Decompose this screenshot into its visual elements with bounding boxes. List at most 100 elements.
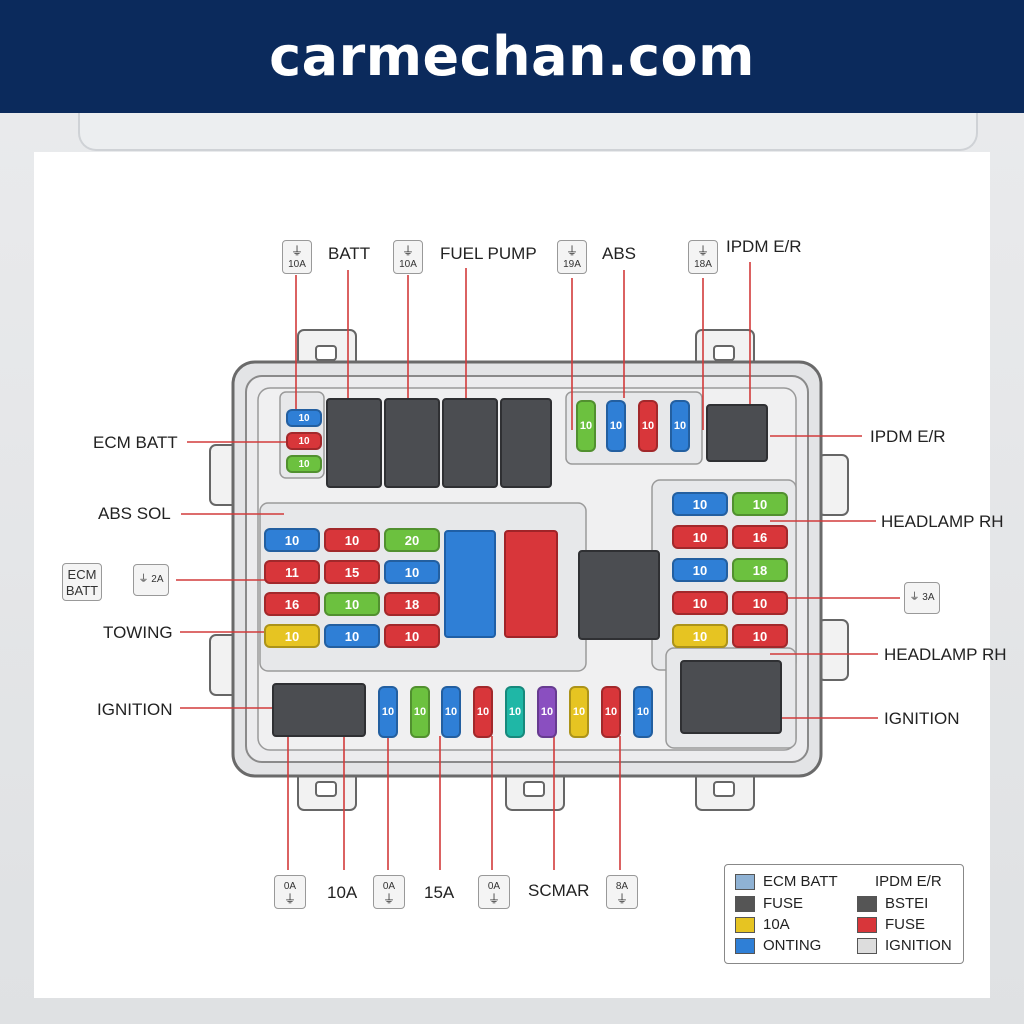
relay-center — [578, 550, 660, 640]
header-banner: carmechan.com — [0, 0, 1024, 113]
fuse-corner: 10 — [286, 432, 322, 450]
label-scmar: SCMAR — [528, 881, 590, 900]
label-batt: BATT — [328, 244, 371, 263]
fuse-corner: 10 — [286, 409, 322, 427]
label-ipdm-right: IPDM E/R — [870, 427, 946, 446]
fuse-bottom: 10 — [441, 686, 461, 738]
fuse-right: 10 — [672, 624, 728, 648]
fuse-top: 10 — [638, 400, 658, 452]
legend-item: IGNITION — [857, 937, 952, 954]
legend-swatch — [735, 937, 755, 954]
legend-swatch — [735, 916, 755, 933]
legend-item: FUSE — [735, 895, 803, 912]
legend-item: BSTEI — [857, 895, 928, 912]
fuse-top: 10 — [606, 400, 626, 452]
label-ignition-right: IGNITION — [884, 709, 960, 728]
label-fuel-pump: FUEL PUMP — [440, 244, 537, 263]
label-ignition-left: IGNITION — [97, 700, 173, 719]
fuse-right: 10 — [732, 591, 788, 615]
fuse-symbol-icon: ⏚ — [290, 244, 303, 258]
fuse-rating-icon: 0A⏚ — [373, 875, 405, 909]
fuse-corner: 10 — [286, 455, 322, 473]
fuse-rating-icon: ⏚18A — [688, 240, 718, 274]
fuse-right: 10 — [672, 558, 728, 582]
relay-batt — [326, 398, 382, 488]
fuse-symbol-icon: ⏚ — [138, 574, 149, 585]
block-red — [504, 530, 558, 638]
ecm-batt-box: ECM BATT — [62, 563, 102, 601]
leader-lines — [176, 262, 900, 870]
relay-4 — [500, 398, 552, 488]
fuse-bottom: 10 — [537, 686, 557, 738]
fuse-rating-icon: ⏚10A — [393, 240, 423, 274]
fuse-symbol-icon: ⏚ — [565, 244, 578, 258]
fuse-top: 10 — [670, 400, 690, 452]
fuse-main: 20 — [384, 528, 440, 552]
label-headlamp-rh-2: HEADLAMP RH — [884, 645, 1007, 664]
fuse-main: 10 — [384, 560, 440, 584]
label-towing: TOWING — [103, 623, 173, 642]
legend-swatch — [857, 895, 877, 912]
fuse-rating-icon: ⏚19A — [557, 240, 587, 274]
relay-ipdm — [706, 404, 768, 462]
fuse-rating-icon: 0A⏚ — [274, 875, 306, 909]
label-ecm-batt: ECM BATT — [93, 433, 178, 452]
fuse-right: 10 — [672, 492, 728, 516]
fuse-symbol-icon: ⏚ — [401, 244, 414, 258]
legend-swatch — [857, 937, 877, 954]
fuse-main: 16 — [264, 592, 320, 616]
hood-outline — [78, 113, 978, 151]
relay-ignition-left — [272, 683, 366, 737]
fuse-bottom: 10 — [410, 686, 430, 738]
legend-item: IPDM E/R — [875, 873, 942, 890]
fuse-main: 11 — [264, 560, 320, 584]
label-abs-sol: ABS SOL — [98, 504, 171, 523]
fuse-right: 16 — [732, 525, 788, 549]
fuse-symbol-icon: ⏚ — [615, 892, 628, 906]
label-10a: 10A — [327, 883, 358, 902]
legend-item: 10A — [735, 916, 790, 933]
fuse-symbol-icon: ⏚ — [382, 892, 395, 906]
label-ipdm-top: IPDM E/R — [726, 237, 802, 256]
fuse-main: 10 — [264, 528, 320, 552]
legend-item: FUSE — [857, 916, 925, 933]
fuse-rating-icon: ⏚10A — [282, 240, 312, 274]
relay-ignition-right — [680, 660, 782, 734]
fuse-rating-icon: 0A⏚ — [478, 875, 510, 909]
block-blue — [444, 530, 496, 638]
legend-item: ECM BATT — [735, 873, 838, 890]
fuse-main: 10 — [384, 624, 440, 648]
legend-item: ONTING — [735, 937, 821, 954]
fuse-symbol-icon: ⏚ — [696, 244, 709, 258]
fuse-main: 10 — [324, 528, 380, 552]
fuse-symbol-icon: ⏚ — [283, 892, 296, 906]
fuse-right: 10 — [732, 624, 788, 648]
fuse-rating-icon: ⏚ 2A — [133, 564, 169, 596]
relay-fuel-pump — [442, 398, 498, 488]
fuse-main: 10 — [264, 624, 320, 648]
relay-2 — [384, 398, 440, 488]
fuse-bottom: 10 — [569, 686, 589, 738]
legend-swatch — [857, 916, 877, 933]
fuse-symbol-icon: ⏚ — [487, 892, 500, 906]
fuse-rating-icon: ⏚ 3A — [904, 582, 940, 614]
fuse-bottom: 10 — [473, 686, 493, 738]
label-15a: 15A — [424, 883, 455, 902]
fuse-right: 18 — [732, 558, 788, 582]
legend: ECM BATT IPDM E/R FUSE BSTEI 10A FUSE ON… — [724, 864, 964, 964]
fuse-main: 10 — [324, 624, 380, 648]
fuse-main: 15 — [324, 560, 380, 584]
fuse-main: 10 — [324, 592, 380, 616]
fuse-bottom: 10 — [505, 686, 525, 738]
legend-swatch — [735, 895, 755, 912]
fuse-symbol-icon: ⏚ — [909, 592, 920, 603]
fuse-bottom: 10 — [378, 686, 398, 738]
fuse-right: 10 — [732, 492, 788, 516]
label-headlamp-rh-1: HEADLAMP RH — [881, 512, 1004, 531]
fuse-bottom: 10 — [633, 686, 653, 738]
label-abs: ABS — [602, 244, 637, 263]
fuse-rating-icon: 8A⏚ — [606, 875, 638, 909]
fuse-right: 10 — [672, 591, 728, 615]
fuse-main: 18 — [384, 592, 440, 616]
fuse-right: 10 — [672, 525, 728, 549]
